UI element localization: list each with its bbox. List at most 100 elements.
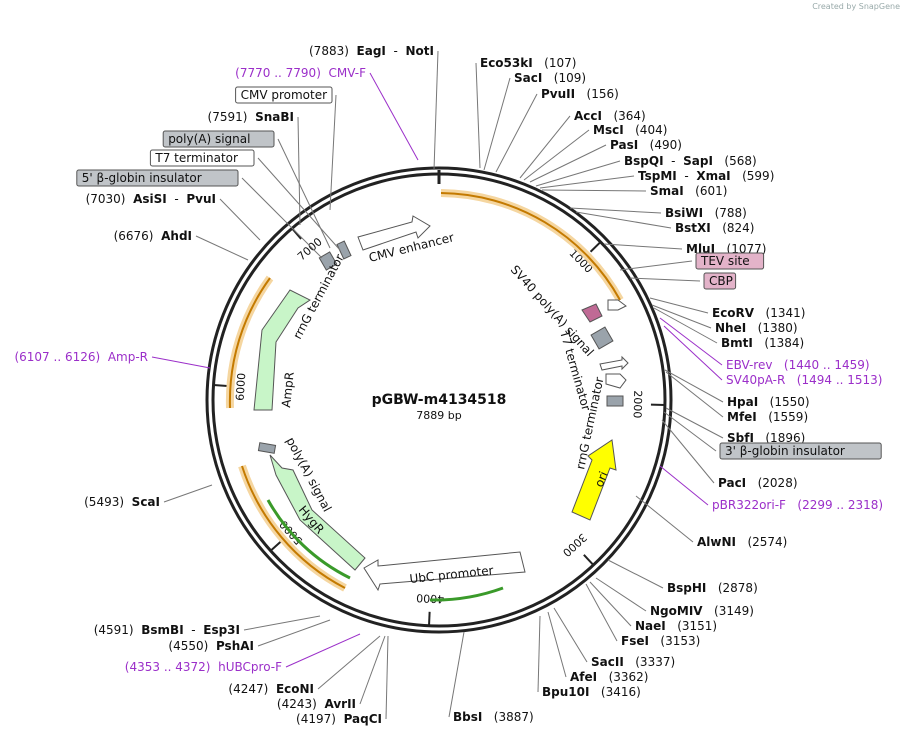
- feature-box-label: CBP: [709, 274, 733, 288]
- leader-line: [448, 631, 465, 718]
- feature-label-ampr: AmpR: [279, 371, 297, 408]
- right-label-row: PvuII (156): [495, 87, 619, 173]
- site-label: AlwNI (2574): [697, 535, 787, 549]
- feature-box: [162, 130, 275, 148]
- right-label-row: EcoRV (1341): [649, 297, 805, 320]
- tick-mark: [428, 611, 431, 626]
- right-label-row: BstXI (824): [575, 211, 754, 235]
- leader-line: [649, 297, 709, 314]
- right-label-row: TEV site: [619, 252, 765, 271]
- left-label-row: poly(A) signal: [162, 130, 331, 249]
- left-label-row: (6107 .. 6126) Amp-R: [14, 350, 211, 369]
- leader-line: [663, 325, 723, 381]
- leader-line: [659, 317, 723, 366]
- right-label-row: SmaI (601): [541, 184, 727, 198]
- left-label-row: (4197) PaqCI: [296, 635, 389, 726]
- site-label: (7770 .. 7790) CMV-F: [235, 66, 366, 80]
- leader-line: [619, 260, 693, 271]
- leader-line: [317, 635, 381, 690]
- left-label-row: (4550) PshAI: [168, 619, 331, 653]
- right-label-row: MscI (404): [523, 123, 667, 181]
- right-label-row: EBV-rev (1440 .. 1459): [659, 317, 870, 372]
- site-label: SV40pA-R (1494 .. 1513): [726, 373, 882, 387]
- right-label-row: FseI (3153): [585, 583, 700, 648]
- site-label: BmtI (1384): [721, 336, 804, 350]
- leader-line: [589, 581, 632, 627]
- right-label-row: pBR322ori-F (2299 .. 2318): [659, 465, 883, 512]
- right-label-row: BmtI (1384): [653, 307, 804, 350]
- feature-box: [149, 149, 255, 167]
- site-label: BbsI (3887): [453, 710, 534, 724]
- left-label-row: (5493) ScaI: [84, 484, 213, 509]
- left-label-row: (7770 .. 7790) CMV-F: [235, 66, 419, 161]
- tick-mark: [213, 384, 228, 387]
- site-label: SacII (3337): [591, 655, 675, 669]
- site-label: Eco53kI (107): [480, 56, 576, 70]
- snapgene-credit: Created by SnapGene: [812, 2, 900, 11]
- right-label-row: HpaI (1550): [664, 369, 810, 409]
- tick-mark: [269, 540, 282, 552]
- right-label-row: Eco53kI (107): [475, 56, 576, 169]
- right-label-row: NheI (1380): [651, 304, 798, 335]
- leader-line: [219, 198, 261, 241]
- leader-line: [569, 207, 662, 214]
- leader-line: [661, 419, 715, 484]
- site-label: Bpu10I (3416): [542, 685, 641, 699]
- leader-line: [553, 607, 588, 663]
- leader-line: [483, 77, 511, 171]
- left-label-row: (4353 .. 4372) hUBCpro-F: [125, 633, 361, 674]
- site-label: PasI (490): [610, 138, 682, 152]
- poly-a-box-left: [336, 240, 352, 260]
- feature-box: [76, 169, 239, 187]
- site-label: (4247) EcoNI: [228, 682, 314, 696]
- leader-line: [635, 495, 694, 543]
- left-label-row: 5' β-globin insulator: [76, 169, 323, 259]
- site-label: (7883) EagI - NotI: [309, 44, 434, 58]
- left-label-row: (7591) SnaBI: [208, 110, 301, 226]
- right-label-row: SV40pA-R (1494 .. 1513): [663, 325, 882, 387]
- site-label: PvuII (156): [541, 87, 619, 101]
- site-label: (4550) PshAI: [168, 639, 254, 653]
- site-label: (7591) SnaBI: [208, 110, 294, 124]
- leader-line: [539, 175, 635, 189]
- right-label-row: BspQI - SapI (568): [535, 154, 757, 187]
- leader-line: [151, 356, 211, 369]
- right-label-row: SacII (3337): [553, 607, 675, 669]
- site-label: (4197) PaqCI: [296, 712, 382, 726]
- right-label-row: PasI (490): [529, 138, 682, 183]
- plasmid-name: pGBW-m4134518: [372, 392, 507, 408]
- leader-line: [257, 619, 331, 647]
- feature-box: [703, 272, 737, 290]
- leader-line: [243, 615, 321, 631]
- site-label: SbfI (1896): [727, 431, 805, 445]
- leader-line: [595, 577, 647, 612]
- left-label-row: T7 terminator: [149, 149, 341, 251]
- right-label-row: 3' β-globin insulator: [663, 411, 882, 460]
- leader-line: [651, 304, 712, 329]
- feature-box: [719, 442, 882, 460]
- right-label-row: AccI (364): [519, 109, 646, 179]
- leader-line: [385, 635, 389, 720]
- right-label-row: AfeI (3362): [547, 611, 648, 684]
- site-label: SacI (109): [514, 71, 586, 85]
- feature-box-label: TEV site: [700, 254, 750, 268]
- site-label: BstXI (824): [675, 221, 754, 235]
- site-label: (6107 .. 6126) Amp-R: [14, 350, 148, 364]
- feature-label-ori: ori: [592, 469, 611, 489]
- right-label-row: MfeI (1559): [665, 371, 808, 424]
- site-label: HpaI (1550): [727, 395, 810, 409]
- right-label-row: TspMI - XmaI (599): [539, 169, 774, 189]
- left-label-row: (7030) AsiSI - PvuI: [86, 192, 261, 241]
- right-label-row: BspHI (2878): [607, 559, 758, 595]
- leader-line: [585, 583, 618, 642]
- right-label-row: BsiWI (788): [569, 206, 747, 220]
- left-label-row: (4247) EcoNI: [228, 635, 381, 696]
- feature-box: [235, 86, 333, 104]
- leader-line: [665, 371, 724, 418]
- right-labels: Eco53kI (107)SacI (109) PvuII (156) AccI (…: [448, 56, 883, 724]
- right-label-row: NaeI (3151): [589, 581, 717, 633]
- leader-line: [607, 559, 664, 589]
- orf-arc-left-inner: [228, 277, 271, 409]
- left-label-row: (4243) AvrII: [277, 635, 386, 711]
- site-label: PacI (2028): [718, 476, 798, 490]
